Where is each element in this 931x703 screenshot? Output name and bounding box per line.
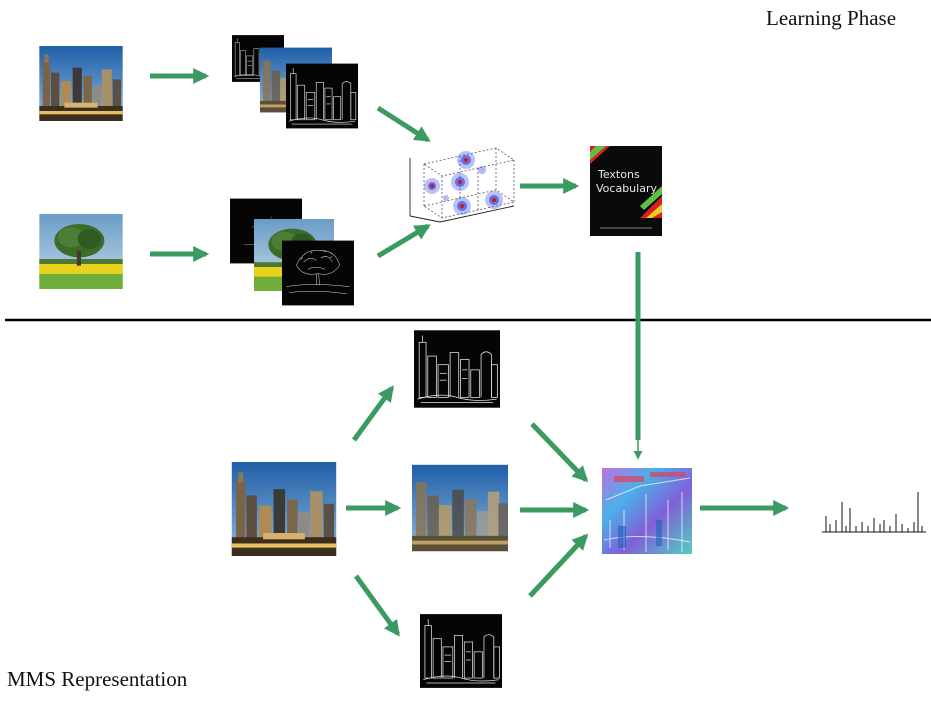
arrow-source-to-top <box>351 385 395 442</box>
arrow-source-to-bottom <box>353 574 401 637</box>
input-city-image <box>39 46 123 121</box>
texton-histogram <box>822 492 926 533</box>
kmeans-cluster-plot <box>409 147 516 223</box>
book-title-line1: Textons <box>597 168 640 181</box>
arrow-city-stack-to-clusters <box>376 105 431 143</box>
input-tree-image <box>39 214 123 289</box>
bottom-edge-map <box>420 613 502 689</box>
city-filter-responses-stack <box>232 34 358 129</box>
learning-phase-label: Learning Phase <box>766 6 897 30</box>
arrow-top-to-mms <box>530 422 589 483</box>
book-title-line2: Vocabulary <box>596 182 657 195</box>
mms-representation-label: MMS Representation <box>7 667 188 691</box>
textons-vocabulary-book: Textons Vocabulary <box>590 146 662 236</box>
tree-filter-responses-stack <box>230 198 354 306</box>
arrow-tree-stack-to-clusters <box>376 223 431 259</box>
texton-map-image <box>602 468 692 554</box>
top-edge-map <box>414 329 500 409</box>
middle-smoothed-image <box>412 464 508 552</box>
arrow-bottom-to-mms <box>528 533 589 598</box>
source-city-image <box>231 462 337 556</box>
